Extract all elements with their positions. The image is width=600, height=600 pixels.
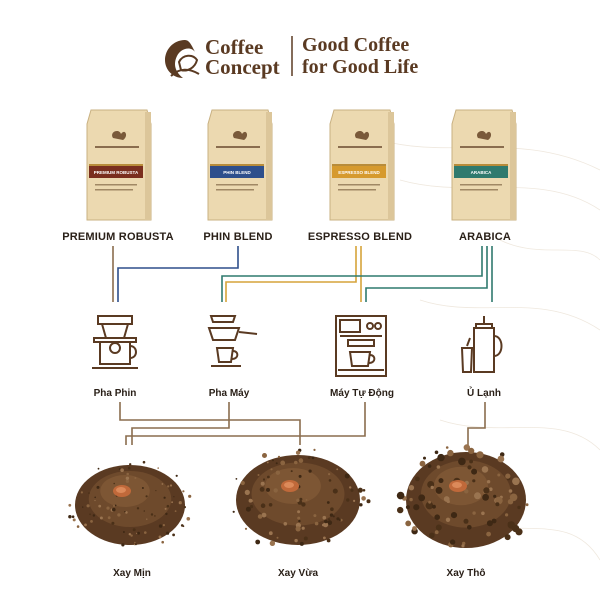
product-label-espresso-blend: ESPRESSO BLEND	[307, 231, 413, 243]
espresso-machine-icon	[335, 315, 387, 377]
phin-filter-icon	[92, 315, 138, 369]
product-label-premium-robusta: PREMIUM ROBUSTA	[62, 231, 174, 243]
bag-label-phin-blend: PHIN BLEND	[223, 170, 251, 175]
fine-grind-pile	[68, 460, 192, 547]
brand-name: Coffee Concept	[205, 35, 280, 79]
coarse-grind-pile	[396, 444, 529, 548]
coffee-bag-arabica: ARABICA	[451, 109, 517, 221]
method-label-u-lanh: Ủ Lạnh	[467, 388, 501, 399]
medium-grind-pile	[232, 448, 371, 546]
brand-logo-icon	[165, 40, 200, 78]
grind-label-xay-vua: Xay Vừa	[277, 568, 319, 579]
connector-arabica-phamay	[221, 246, 483, 302]
brand-tagline: Good Coffee for Good Life	[302, 34, 418, 78]
connector-auto-fine	[125, 402, 366, 445]
connector-phamay-fine	[131, 402, 230, 445]
product-label-phin-blend: PHIN BLEND	[203, 231, 273, 243]
coffee-bag-premium-robusta: PREMIUM ROBUSTA	[86, 109, 152, 221]
connector-phin-fine	[119, 402, 301, 445]
product-bags: PREMIUM ROBUSTA PHIN BLEND ESPRESSO BLEND A…	[86, 109, 517, 221]
bag-label-espresso-blend: ESPRESSO BLEND	[338, 170, 380, 175]
brand-name-line2: Concept	[205, 55, 280, 79]
brand-tagline-line2: for Good Life	[302, 56, 419, 78]
coffee-bag-phin-blend: PHIN BLEND	[207, 109, 273, 221]
connector-arabica-auto	[365, 246, 488, 302]
brand-tagline-line1: Good Coffee	[302, 34, 410, 56]
connector-phinblend-phin	[117, 246, 239, 302]
connector-espresso-phamay	[225, 246, 357, 302]
cold-brew-jar-icon	[460, 316, 503, 373]
connector-lines	[112, 246, 493, 445]
bag-label-arabica: ARABICA	[471, 170, 492, 175]
brand-name-line1: Coffee	[205, 35, 264, 59]
connector-cold-coarse	[467, 402, 486, 445]
coffee-bag-espresso-blend: ESPRESSO BLEND	[329, 109, 395, 221]
grind-label-xay-tho: Xay Thô	[446, 568, 486, 579]
method-label-pha-may: Pha Máy	[208, 388, 250, 399]
method-label-may-tu-dong: Máy Tự Động	[330, 388, 394, 399]
ground-coffee-piles	[68, 444, 529, 548]
bag-label-premium-robusta: PREMIUM ROBUSTA	[94, 170, 139, 175]
grind-label-xay-min: Xay Mịn	[113, 568, 151, 579]
espresso-portafilter-icon	[207, 315, 258, 367]
product-label-arabica: ARABICA	[458, 231, 512, 243]
method-label-pha-phin: Pha Phin	[93, 388, 137, 399]
